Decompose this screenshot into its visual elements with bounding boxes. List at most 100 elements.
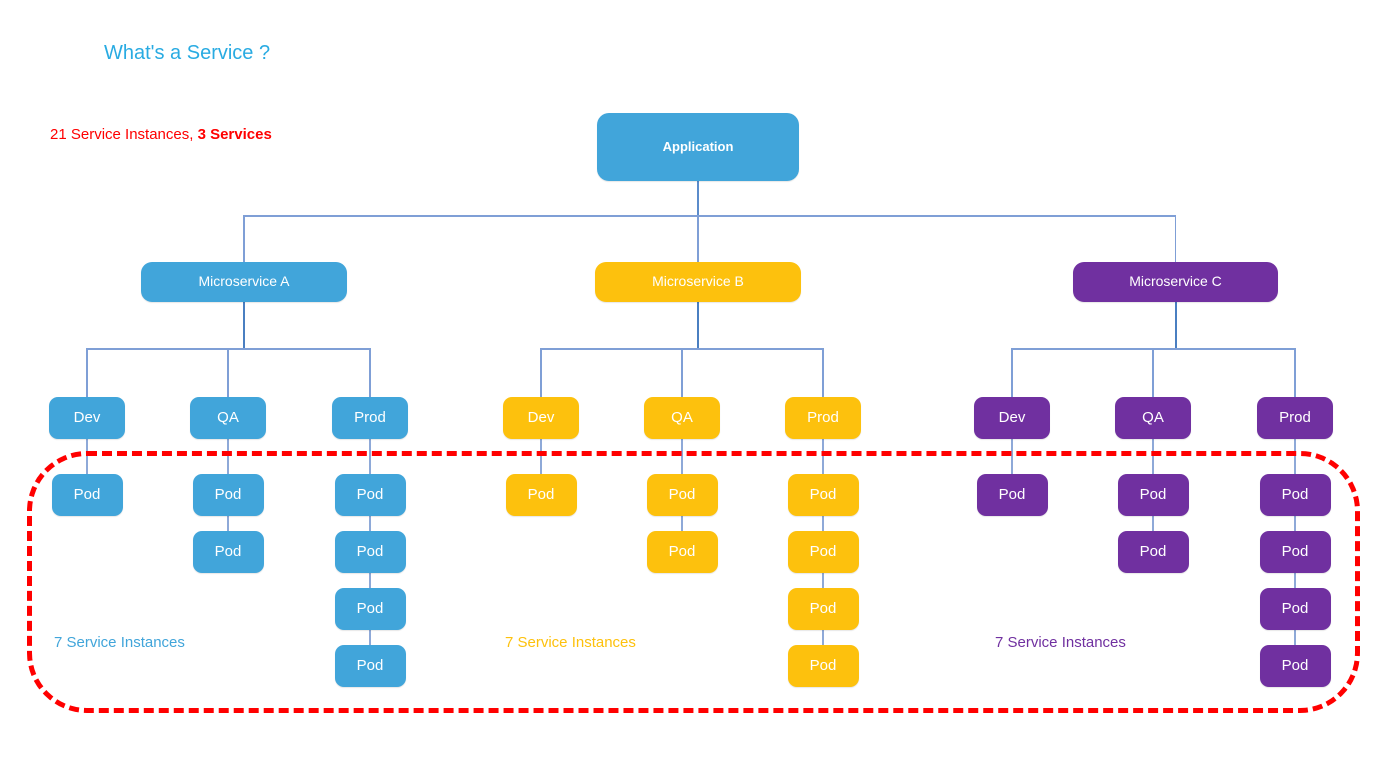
node-pod[interactable]: Pod [505, 474, 577, 516]
node-pod-label: Pod [1281, 656, 1309, 674]
connector-pod-link [1294, 630, 1296, 645]
connector-pod-link [681, 439, 683, 474]
node-env-dev-c[interactable]: Dev [974, 397, 1050, 439]
node-pod[interactable]: Pod [976, 474, 1048, 516]
connector-pod-link [1294, 573, 1296, 588]
connector-ms-to-env [681, 348, 683, 397]
node-pod[interactable]: Pod [646, 474, 718, 516]
connector-pod-link [1011, 439, 1013, 474]
connector-pod-link [822, 573, 824, 588]
connector-ms-to-env [86, 348, 88, 397]
node-pod-label: Pod [1281, 599, 1309, 617]
node-pod[interactable]: Pod [1259, 474, 1331, 516]
node-pod[interactable]: Pod [334, 645, 406, 687]
group-caption-c: 7 Service Instances [995, 634, 1126, 651]
node-microservice-a[interactable]: Microservice A [141, 262, 347, 302]
connector-pod-link [369, 630, 371, 645]
connector-ms-to-env [369, 348, 371, 397]
node-microservice-c[interactable]: Microservice C [1073, 262, 1278, 302]
node-pod-label: Pod [73, 485, 101, 503]
node-application[interactable]: Application [597, 113, 799, 181]
node-microservice-b-label: Microservice B [652, 273, 744, 290]
connector-ms-to-env [1294, 348, 1296, 397]
node-env-qa-c[interactable]: QA [1115, 397, 1191, 439]
node-env-qa-a[interactable]: QA [190, 397, 266, 439]
node-pod[interactable]: Pod [334, 588, 406, 630]
node-pod-label: Pod [668, 542, 696, 560]
connector-app-to-ms-c [1174, 215, 1177, 262]
node-pod[interactable]: Pod [787, 474, 859, 516]
connector-pod-link [1152, 439, 1154, 474]
node-env-prod-c[interactable]: Prod [1257, 397, 1333, 439]
connector-pod-link [822, 439, 824, 474]
node-pod[interactable]: Pod [192, 531, 264, 573]
connector-app-trunk [697, 181, 699, 215]
node-pod[interactable]: Pod [1259, 531, 1331, 573]
connector-ms-to-env [540, 348, 542, 397]
node-pod-label: Pod [356, 599, 384, 617]
node-pod[interactable]: Pod [787, 531, 859, 573]
node-env-prod-c-label: Prod [1279, 408, 1311, 426]
node-env-dev-b-label: Dev [527, 408, 555, 426]
node-env-dev-b[interactable]: Dev [503, 397, 579, 439]
node-pod[interactable]: Pod [1117, 474, 1189, 516]
connector-pod-link [1152, 516, 1154, 531]
node-pod-label: Pod [809, 599, 837, 617]
node-pod[interactable]: Pod [334, 531, 406, 573]
node-pod[interactable]: Pod [787, 588, 859, 630]
node-pod-label: Pod [356, 656, 384, 674]
node-pod-label: Pod [1139, 485, 1167, 503]
node-pod[interactable]: Pod [334, 474, 406, 516]
summary-text: 21 Service Instances, 3 Services [50, 126, 272, 143]
connector-pod-link [227, 439, 229, 474]
node-env-dev-a-label: Dev [73, 408, 101, 426]
connector-pod-link [369, 516, 371, 531]
node-pod-label: Pod [214, 485, 242, 503]
summary-bold: 3 Services [197, 126, 272, 143]
node-microservice-c-label: Microservice C [1129, 273, 1222, 290]
node-env-qa-b[interactable]: QA [644, 397, 720, 439]
node-pod[interactable]: Pod [1259, 588, 1331, 630]
node-pod-label: Pod [809, 542, 837, 560]
node-microservice-b[interactable]: Microservice B [595, 262, 801, 302]
connector-ms-to-env [822, 348, 824, 397]
connector-pod-link [369, 439, 371, 474]
connector-pod-link [822, 516, 824, 531]
group-caption-b: 7 Service Instances [505, 634, 636, 651]
connector-pod-link [1294, 439, 1296, 474]
connector-app-to-ms-a [243, 215, 245, 262]
connector-pod-link [681, 516, 683, 531]
node-pod-label: Pod [1139, 542, 1167, 560]
connector-app-bus [244, 215, 1176, 217]
node-pod-label: Pod [809, 656, 837, 674]
page-title: What's a Service ? [104, 42, 271, 64]
node-env-dev-a[interactable]: Dev [49, 397, 125, 439]
connector-app-to-ms-b [697, 215, 699, 262]
node-env-prod-b[interactable]: Prod [785, 397, 861, 439]
summary-prefix: 21 Service Instances, [50, 126, 198, 143]
node-pod-label: Pod [998, 485, 1026, 503]
node-pod[interactable]: Pod [1117, 531, 1189, 573]
node-pod[interactable]: Pod [646, 531, 718, 573]
connector-pod-link [540, 439, 542, 474]
node-env-qa-c-label: QA [1142, 408, 1164, 426]
connector-pod-link [1294, 516, 1296, 531]
node-pod-label: Pod [356, 542, 384, 560]
node-pod-label: Pod [214, 542, 242, 560]
node-pod-label: Pod [527, 485, 555, 503]
connector-ms-trunk-a [243, 302, 245, 348]
node-env-prod-a-label: Prod [354, 408, 386, 426]
connector-pod-link [227, 516, 229, 531]
node-pod[interactable]: Pod [51, 474, 123, 516]
node-pod[interactable]: Pod [192, 474, 264, 516]
node-pod-label: Pod [668, 485, 696, 503]
node-env-qa-b-label: QA [671, 408, 693, 426]
node-pod[interactable]: Pod [787, 645, 859, 687]
node-env-qa-a-label: QA [217, 408, 239, 426]
node-pod[interactable]: Pod [1259, 645, 1331, 687]
node-pod-label: Pod [1281, 542, 1309, 560]
node-pod-label: Pod [356, 485, 384, 503]
node-pod-label: Pod [809, 485, 837, 503]
node-env-prod-a[interactable]: Prod [332, 397, 408, 439]
